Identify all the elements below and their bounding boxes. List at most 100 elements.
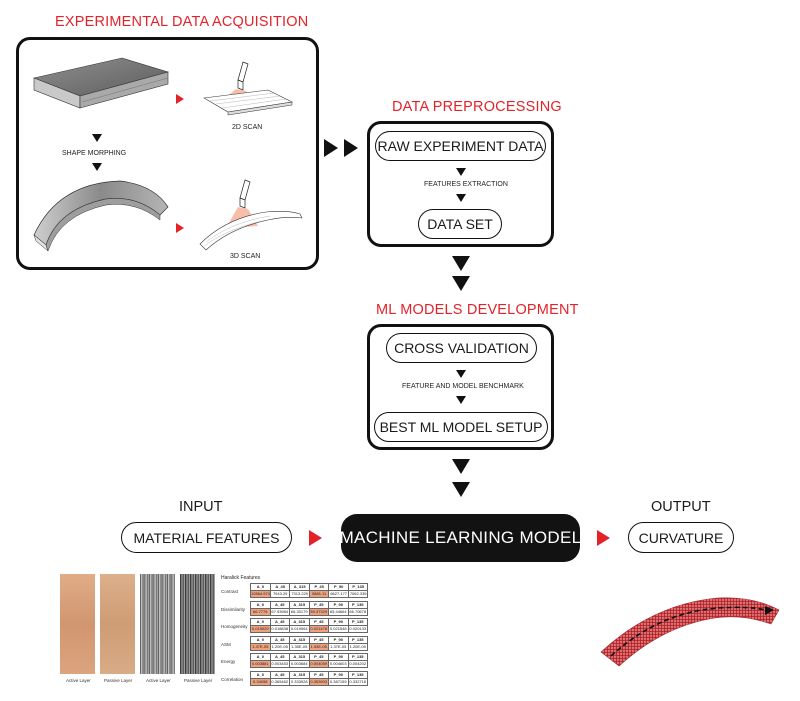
feature-header-cell: A_315 [289,635,310,644]
flat-board-illustration [32,57,170,109]
feature-header-cell: P_45 [308,635,329,644]
best-ml-model-setup-box: BEST ML MODEL SETUP [374,412,548,442]
feature-name-asm: ASM [221,641,231,647]
output-arrow-icon [597,530,610,546]
texture-passive-layer-1 [100,574,135,674]
curved-board-illustration [33,180,169,252]
feature-value-cell: 0.332716 [347,677,368,686]
feature-header-cell: P_135 [347,618,368,626]
texture-label-4: Passive Layer [184,678,213,683]
texture-label-2: Passive Layer [104,678,133,683]
feature-value-cell: 66.7776 [250,607,271,616]
feature-value-cell: 0.34058 [250,677,271,686]
benchmark-label: FEATURE AND MODEL BENCHMARK [402,383,524,390]
features-extraction-label: FEATURES EXTRACTION [424,181,508,188]
feature-header-cell: P_90 [328,635,349,644]
feature-value-cell: 7943.29 [269,590,291,598]
feature-value-cell: 1.37E-05 [250,642,271,651]
feature-header-cell: A_45 [269,600,290,609]
feature-header-cell: P_135 [347,635,368,644]
feature-header-cell: A_0 [250,635,271,644]
feature-name-energy: Energy [221,659,236,664]
curvature-point-cloud [600,597,780,667]
haralick-features-title: Haralick Features [221,575,261,581]
feature-header-cell: P_90 [328,618,349,626]
flow-arrow-down-4-icon [452,482,470,497]
texture-label-3: Active Layer [146,678,171,683]
benchmark-arrow-top-icon [456,370,466,378]
raw-experiment-data-box: RAW EXPERIMENT DATA [375,131,546,161]
feature-value-cell: 0.004202 [347,660,368,668]
feature-value-cell: 0.018838 [269,625,290,633]
feature-header-cell: A_315 [289,600,310,609]
feature-value-cell: 0.003453 [269,660,290,668]
flow-arrow-down-1-icon [452,256,470,271]
texture-label-1: Active Layer [66,678,91,683]
feature-header-cell: P_45 [308,600,329,609]
feature-value-cell: 10564.974 [250,590,271,598]
cross-validation-box: CROSS VALIDATION [386,333,537,363]
shape-morphing-label: SHAPE MORPHING [62,150,127,157]
feature-value-cell: 0.333928 [289,677,310,686]
feature-header-cell: A_0 [250,618,271,626]
feature-header-cell: A_0 [250,600,271,609]
feature-header-cell: P_90 [328,653,349,661]
feature-value-cell: 66.30179 [289,607,310,616]
flow-arrow-right-1-icon [324,139,338,157]
feature-value-cell: 0.021478 [308,625,329,633]
feature-header-cell: P_45 [308,653,329,661]
2d-scan-label: 2D SCAN [232,124,263,131]
feature-header-cell: A_45 [269,583,291,591]
2d-scan-illustration [203,61,293,116]
flow-arrow-down-3-icon [452,459,470,474]
feature-header-cell: P_135 [347,583,369,591]
feature-header-cell: A_45 [269,670,290,679]
feature-value-cell: 0.019064 [289,625,310,633]
feature-header-cell: P_135 [347,600,368,609]
feature-header-cell: P_45 [308,618,329,626]
morph-arrow-top-icon [92,134,102,142]
feature-header-cell: A_315 [289,583,310,591]
feature-value-cell: 0.003881 [250,660,271,668]
feature-value-cell: 65.44664 [328,607,349,616]
feature-value-cell: 0.021548 [328,625,349,633]
feature-header-cell: P_135 [347,653,368,661]
feature-header-cell: P_45 [308,670,329,679]
feature-value-cell: 67.93984 [269,607,290,616]
feature-name-contrast: Contrast [221,589,239,594]
feature-value-cell: 59.37329 [308,607,329,616]
feature-name-correlation: Correlation [221,676,244,682]
feature-header-cell: P_90 [328,670,349,679]
preprocessing-title: DATA PREPROCESSING [392,99,562,115]
feature-header-cell: P_45 [308,583,330,591]
benchmark-arrow-bottom-icon [456,396,466,404]
feature-value-cell: 1.20E-05 [347,642,368,651]
feature-name-homogeneity: Homogeneity [221,624,248,629]
3d-scan-label: 3D SCAN [230,253,261,260]
material-features-box: MATERIAL FEATURES [121,522,292,553]
feature-header-cell: A_45 [269,618,290,626]
feature-value-cell: 0.387159 [328,677,349,686]
feature-header-cell: A_315 [289,653,310,661]
arrow-to-2d-scan-icon [176,94,184,104]
feature-value-cell: 0.353903 [308,677,329,686]
3d-scan-illustration [199,179,303,251]
feature-header-cell: A_0 [250,583,271,591]
arrow-to-3d-scan-icon [176,223,184,233]
input-arrow-icon [309,530,322,546]
data-set-box: DATA SET [418,209,502,239]
feature-value-cell: 0.019029 [250,625,271,633]
machine-learning-model-box: MACHINE LEARNING MODEL [340,514,581,562]
feature-value-cell: 1.53E-05 [308,642,329,651]
feature-value-cell: 66.70678 [347,607,368,616]
feature-header-cell: A_315 [289,618,310,626]
flow-arrow-right-2-icon [344,139,358,157]
feature-name-dissimilarity: Dissimilarity [221,606,245,612]
morph-arrow-bottom-icon [92,163,102,171]
texture-passive-layer-2 [180,574,215,674]
